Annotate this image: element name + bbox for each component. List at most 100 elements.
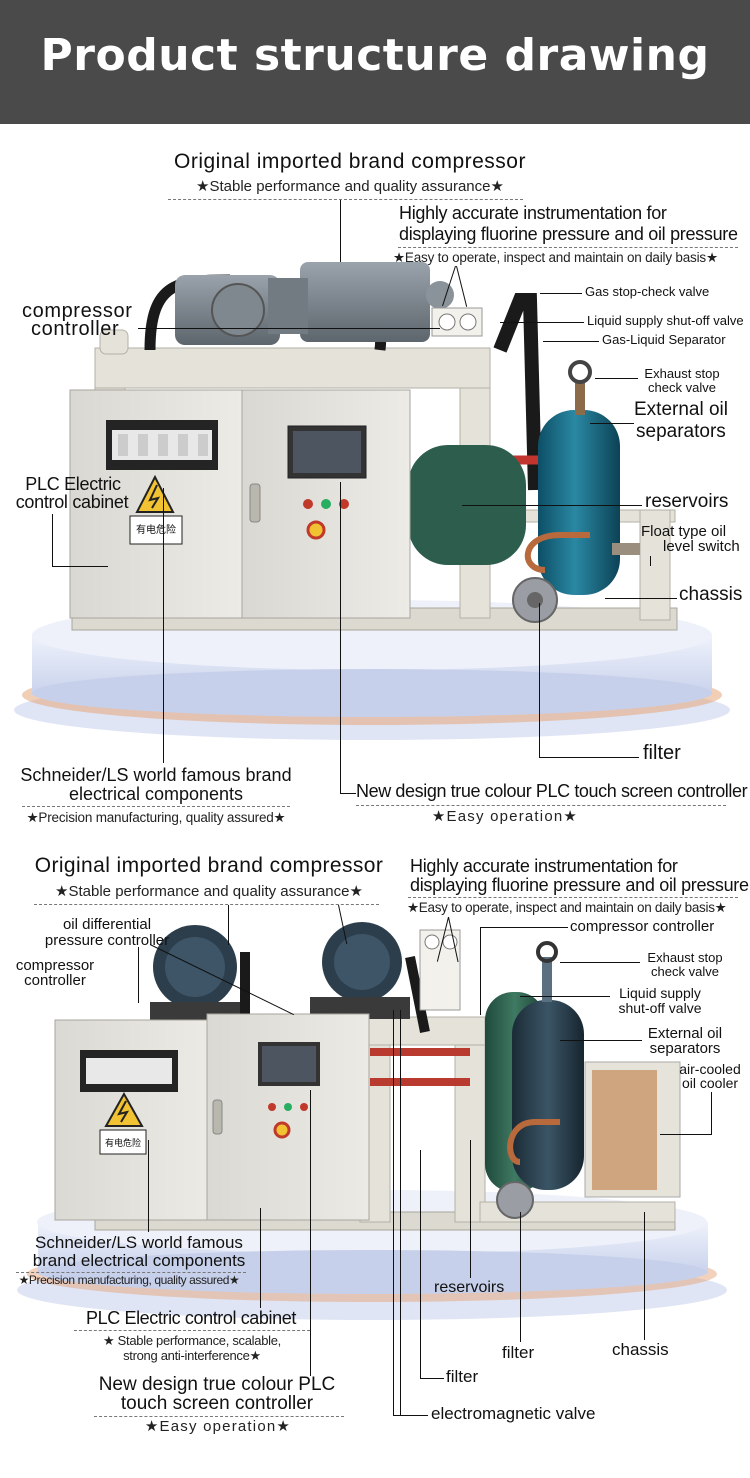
top-schneider-label-1: Schneider/LS world famous brand	[20, 765, 292, 785]
top-schneider-label-2: electrical components	[68, 784, 244, 804]
top-touch-label: New design true colour PLC touch screen …	[356, 781, 748, 801]
bottom-aircooled-label-1: air-cooled	[679, 1061, 741, 1077]
bottom-compressor-divider	[34, 904, 379, 905]
top-schneider-leader	[163, 488, 164, 763]
top-plc-label-2: control cabinet	[15, 492, 129, 512]
bottom-liquid-label-1: Liquid supply	[619, 985, 701, 1001]
bottom-instrument-divider	[408, 897, 738, 898]
bottom-reservoirs-label: reservoirs	[434, 1279, 505, 1296]
top-chassis-leader	[605, 598, 677, 599]
bottom-plc-leader	[260, 1208, 261, 1308]
top-liquid-valve-label: Liquid supply shut-off valve	[587, 313, 744, 328]
top-schneider-subtitle: ★Precision manufacturing, quality assure…	[26, 810, 286, 825]
bottom-oil-separator-leader	[560, 1040, 642, 1041]
bottom-chassis-label: chassis	[612, 1340, 669, 1359]
top-exhaust-label-1: Exhaust stop	[644, 366, 720, 381]
top-exhaust-leader	[595, 378, 638, 379]
top-oil-separator-label-2: separators	[636, 421, 726, 442]
bottom-exhaust-label-2: check valve	[651, 964, 719, 979]
top-compressor-leader	[340, 200, 341, 262]
page-title: Product structure drawing	[40, 30, 710, 81]
top-plc-label-1: PLC Electric	[25, 474, 121, 494]
bottom-reservoirs-leader	[470, 1140, 471, 1278]
bottom-exhaust-label-1: Exhaust stop	[647, 950, 723, 965]
bottom-schneider-label-1: Schneider/LS world famous	[35, 1233, 243, 1252]
bottom-plc-divider	[74, 1330, 310, 1331]
top-exhaust-label-2: check valve	[648, 380, 716, 395]
top-oil-separator-label-1: External oil	[634, 399, 728, 420]
bottom-filter-a-leader	[520, 1212, 521, 1342]
bottom-machine-illustration: 有电危险	[0, 912, 750, 1332]
bottom-aircooled-leader-h	[660, 1134, 712, 1135]
top-chassis-label: chassis	[679, 584, 743, 605]
bottom-plc-subtitle-1: ★ Stable performance, scalable,	[103, 1333, 281, 1348]
bottom-schneider-subtitle: ★Precision manufacturing, quality assure…	[18, 1273, 240, 1287]
top-touch-leader-h	[340, 793, 356, 794]
top-oil-separator-leader	[590, 423, 634, 424]
bottom-solenoid-label: electromagnetic valve	[431, 1404, 596, 1423]
bottom-warning-text: 有电危险	[105, 1137, 141, 1149]
top-compressor-title: Original imported brand compressor	[174, 150, 526, 173]
bottom-aircooled-leader-v	[711, 1092, 712, 1134]
top-gas-valve-leader	[540, 293, 582, 294]
bottom-compressor-title: Original imported brand compressor	[34, 854, 384, 877]
bottom-controller-label-2: controller	[24, 972, 86, 989]
bottom-instrument-title-2: displaying fluorine pressure and oil pre…	[410, 875, 749, 895]
top-liquid-valve-leader	[500, 322, 584, 323]
top-controller-label-1: compressor	[22, 300, 133, 322]
bottom-plc-label: PLC Electric control cabinet	[86, 1308, 296, 1328]
bottom-oil-separator-label-1: External oil	[647, 1025, 723, 1042]
top-reservoirs-label: reservoirs	[645, 491, 729, 512]
bottom-oil-diff-label-2: pressure controller	[44, 932, 170, 949]
bottom-schneider-leader	[148, 1140, 149, 1232]
top-separator-label: Gas-Liquid Separator	[602, 332, 726, 347]
top-float-leader	[650, 556, 651, 566]
bottom-solenoid-leader-h	[393, 1415, 428, 1416]
top-machine-illustration: 有电危险	[0, 240, 750, 750]
top-touch-divider	[356, 805, 726, 806]
bottom-instrument-subtitle: ★Easy to operate, inspect and maintain o…	[407, 900, 727, 915]
bottom-touch-label-1: New design true colour PLC	[98, 1374, 336, 1395]
bottom-schneider-label-2: brand electrical components	[32, 1251, 246, 1270]
bottom-touch-divider	[94, 1416, 344, 1417]
top-instrument-title-2: displaying fluorine pressure and oil pre…	[399, 224, 738, 244]
top-touch-leader-v	[340, 482, 341, 793]
top-plc-leader-v	[52, 514, 53, 566]
bottom-schneider-divider	[16, 1272, 246, 1273]
top-compressor-subtitle: ★Stable performance and quality assuranc…	[196, 178, 504, 195]
top-filter-leader-h	[539, 757, 639, 758]
bottom-oil-separator-label-2: separators	[649, 1040, 721, 1057]
bottom-exhaust-leader	[560, 962, 640, 963]
top-float-label-2: level switch	[663, 538, 740, 555]
top-plc-leader-h	[52, 566, 108, 567]
bottom-compressor-leader-a	[228, 905, 229, 945]
bottom-filter-b-leader-v	[420, 1150, 421, 1378]
bottom-compressor-subtitle: ★Stable performance and quality assuranc…	[55, 883, 363, 900]
top-instrument-divider	[398, 247, 738, 248]
bottom-filter-b-leader-h	[420, 1378, 444, 1379]
header-banner: Product structure drawing	[0, 0, 750, 124]
bottom-compressor-controller-leader-v	[480, 927, 481, 1015]
bottom-plc-subtitle-2: strong anti-interference★	[123, 1348, 261, 1363]
bottom-touch-leader	[310, 1090, 311, 1376]
top-filter-label: filter	[643, 742, 681, 764]
bottom-filter-b-label: filter	[446, 1367, 479, 1386]
top-gas-valve-label: Gas stop-check valve	[585, 284, 710, 299]
bottom-oil-diff-label-1: oil differential	[62, 916, 152, 933]
bottom-liquid-label-2: shut-off valve	[618, 1000, 702, 1016]
bottom-compressor-controller-label: compressor controller	[570, 918, 715, 935]
bottom-compressor-controller-leader-h	[480, 927, 568, 928]
top-separator-leader	[543, 341, 599, 342]
bottom-filter-a-label: filter	[502, 1343, 535, 1362]
top-controller-label-2: controller	[31, 318, 120, 340]
bottom-liquid-leader	[520, 996, 610, 997]
top-float-label-1: Float type oil	[641, 523, 727, 540]
top-warning-text: 有电危险	[136, 523, 176, 536]
top-instrument-subtitle: ★Easy to operate, inspect and maintain o…	[393, 250, 718, 265]
top-filter-leader-v	[539, 603, 540, 757]
bottom-solenoid-leader-v2	[400, 1010, 401, 1415]
bottom-aircooled-label-2: oil cooler	[681, 1075, 739, 1091]
top-touch-subtitle: ★Easy operation★	[431, 808, 579, 825]
bottom-chassis-leader	[644, 1212, 645, 1340]
